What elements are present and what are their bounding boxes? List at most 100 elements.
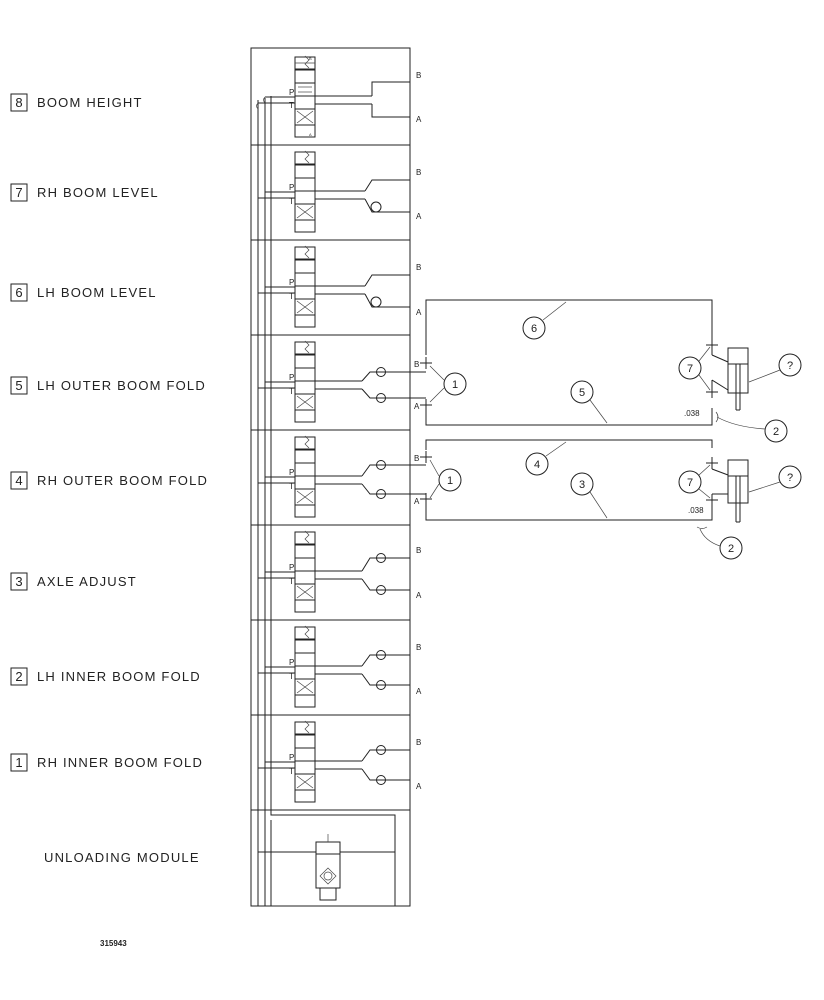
- svg-text:.038: .038: [684, 409, 700, 418]
- svg-text:1: 1: [15, 755, 22, 770]
- svg-text:RH BOOM LEVEL: RH BOOM LEVEL: [37, 185, 159, 200]
- valve-section-4: P T: [258, 435, 410, 518]
- svg-text:A: A: [414, 497, 420, 506]
- svg-text:B: B: [416, 738, 421, 747]
- section-4-label: 4 RH OUTER BOOM FOLD: [10, 471, 208, 490]
- section-8-label: 8 BOOM HEIGHT: [10, 93, 143, 112]
- svg-text:2: 2: [773, 426, 779, 438]
- svg-text:P: P: [289, 278, 294, 287]
- svg-text:T: T: [289, 101, 294, 110]
- svg-text:6: 6: [531, 323, 537, 335]
- section-2-label: 2 LH INNER BOOM FOLD: [10, 667, 201, 686]
- svg-text:LH BOOM LEVEL: LH BOOM LEVEL: [37, 285, 157, 300]
- callout-2-lower: 2 .038: [688, 506, 743, 560]
- svg-text:7: 7: [687, 363, 693, 375]
- callout-5: 5: [570, 380, 608, 424]
- supply-galleries: [257, 96, 396, 906]
- svg-text:A: A: [416, 115, 422, 124]
- svg-text:5: 5: [579, 387, 585, 399]
- svg-text:RH INNER BOOM FOLD: RH INNER BOOM FOLD: [37, 755, 203, 770]
- section-5-label: 5 LH OUTER BOOM FOLD: [10, 376, 206, 395]
- svg-text:P: P: [289, 753, 294, 762]
- svg-text:1: 1: [452, 379, 458, 391]
- lower-cylinder: [727, 459, 749, 523]
- svg-text:RH OUTER BOOM FOLD: RH OUTER BOOM FOLD: [37, 473, 208, 488]
- section-1-label: 1 RH INNER BOOM FOLD: [10, 753, 203, 772]
- svg-text:A: A: [416, 308, 422, 317]
- unloading-module-label: UNLOADING MODULE: [44, 850, 200, 865]
- svg-text:A: A: [309, 132, 312, 137]
- svg-text:T: T: [289, 387, 294, 396]
- svg-text:3: 3: [579, 479, 585, 491]
- svg-text:T: T: [289, 197, 294, 206]
- callout-7-upper: 7: [678, 346, 711, 391]
- svg-text:A: A: [414, 402, 420, 411]
- svg-text:A: A: [416, 687, 422, 696]
- svg-text:P: P: [289, 183, 294, 192]
- svg-text:B: B: [416, 643, 421, 652]
- upper-cylinder: [727, 347, 749, 411]
- upper-hose-circuit: B A: [410, 299, 729, 426]
- svg-text:.038: .038: [688, 506, 704, 515]
- callout-1-lower: 1: [429, 459, 462, 499]
- svg-text:LH OUTER BOOM FOLD: LH OUTER BOOM FOLD: [37, 378, 206, 393]
- svg-text:T: T: [289, 672, 294, 681]
- svg-text:8: 8: [15, 95, 22, 110]
- svg-text:B: B: [416, 71, 421, 80]
- svg-text:P: P: [289, 468, 294, 477]
- callout-2-upper: 2 .038: [684, 409, 788, 443]
- svg-text:T: T: [289, 482, 294, 491]
- svg-text:T: T: [289, 577, 294, 586]
- svg-text:B: B: [416, 168, 421, 177]
- svg-text:P: P: [289, 88, 294, 97]
- valve-section-7: P T B A: [258, 150, 422, 233]
- svg-text:P: P: [289, 373, 294, 382]
- svg-text:4: 4: [534, 459, 540, 471]
- svg-text:4: 4: [15, 473, 22, 488]
- valve-section-2: P T B A: [258, 625, 422, 708]
- svg-text:B: B: [416, 263, 421, 272]
- svg-text:1: 1: [447, 475, 453, 487]
- svg-text:P: P: [289, 658, 294, 667]
- svg-text:BOOM HEIGHT: BOOM HEIGHT: [37, 95, 143, 110]
- callout-unknown-upper: ?: [748, 353, 802, 383]
- svg-text:A: A: [416, 782, 422, 791]
- section-6-label: 6 LH BOOM LEVEL: [10, 283, 157, 302]
- svg-text:5: 5: [15, 378, 22, 393]
- valve-section-6: P T B A: [258, 245, 422, 328]
- callout-unknown-lower: ?: [748, 465, 802, 493]
- callout-1-upper: 1: [429, 365, 467, 403]
- callout-3: 3: [570, 472, 608, 519]
- callout-4: 4: [525, 441, 567, 476]
- svg-text:7: 7: [15, 185, 22, 200]
- svg-text:B: B: [416, 546, 421, 555]
- svg-text:B: B: [414, 360, 419, 369]
- unloading-valve: [258, 834, 395, 901]
- lower-hose-circuit: B A: [410, 439, 729, 521]
- callout-6: 6: [522, 301, 567, 340]
- svg-text:3: 3: [15, 574, 22, 589]
- svg-text:2: 2: [728, 543, 734, 555]
- valve-section-5: P T: [258, 340, 410, 423]
- svg-text:P: P: [289, 563, 294, 572]
- svg-text:B: B: [309, 56, 312, 61]
- section-7-label: 7 RH BOOM LEVEL: [10, 183, 159, 202]
- svg-text:LH INNER BOOM FOLD: LH INNER BOOM FOLD: [37, 669, 201, 684]
- valve-section-8: P T B A B A: [256, 55, 422, 138]
- svg-text:AXLE ADJUST: AXLE ADJUST: [37, 574, 137, 589]
- svg-text:A: A: [416, 212, 422, 221]
- section-3-label: 3 AXLE ADJUST: [10, 572, 137, 591]
- svg-text:7: 7: [687, 477, 693, 489]
- valve-section-1: P T B A: [258, 720, 422, 803]
- svg-text:?: ?: [787, 472, 793, 484]
- svg-text:?: ?: [787, 360, 793, 372]
- figure-id: 315943: [100, 939, 127, 948]
- svg-text:6: 6: [15, 285, 22, 300]
- svg-text:B: B: [414, 454, 419, 463]
- valve-section-3: P T B A: [258, 530, 422, 613]
- valve-bank-frame: [250, 47, 411, 907]
- callout-7-lower: 7: [678, 464, 711, 499]
- svg-text:T: T: [289, 292, 294, 301]
- svg-text:2: 2: [15, 669, 22, 684]
